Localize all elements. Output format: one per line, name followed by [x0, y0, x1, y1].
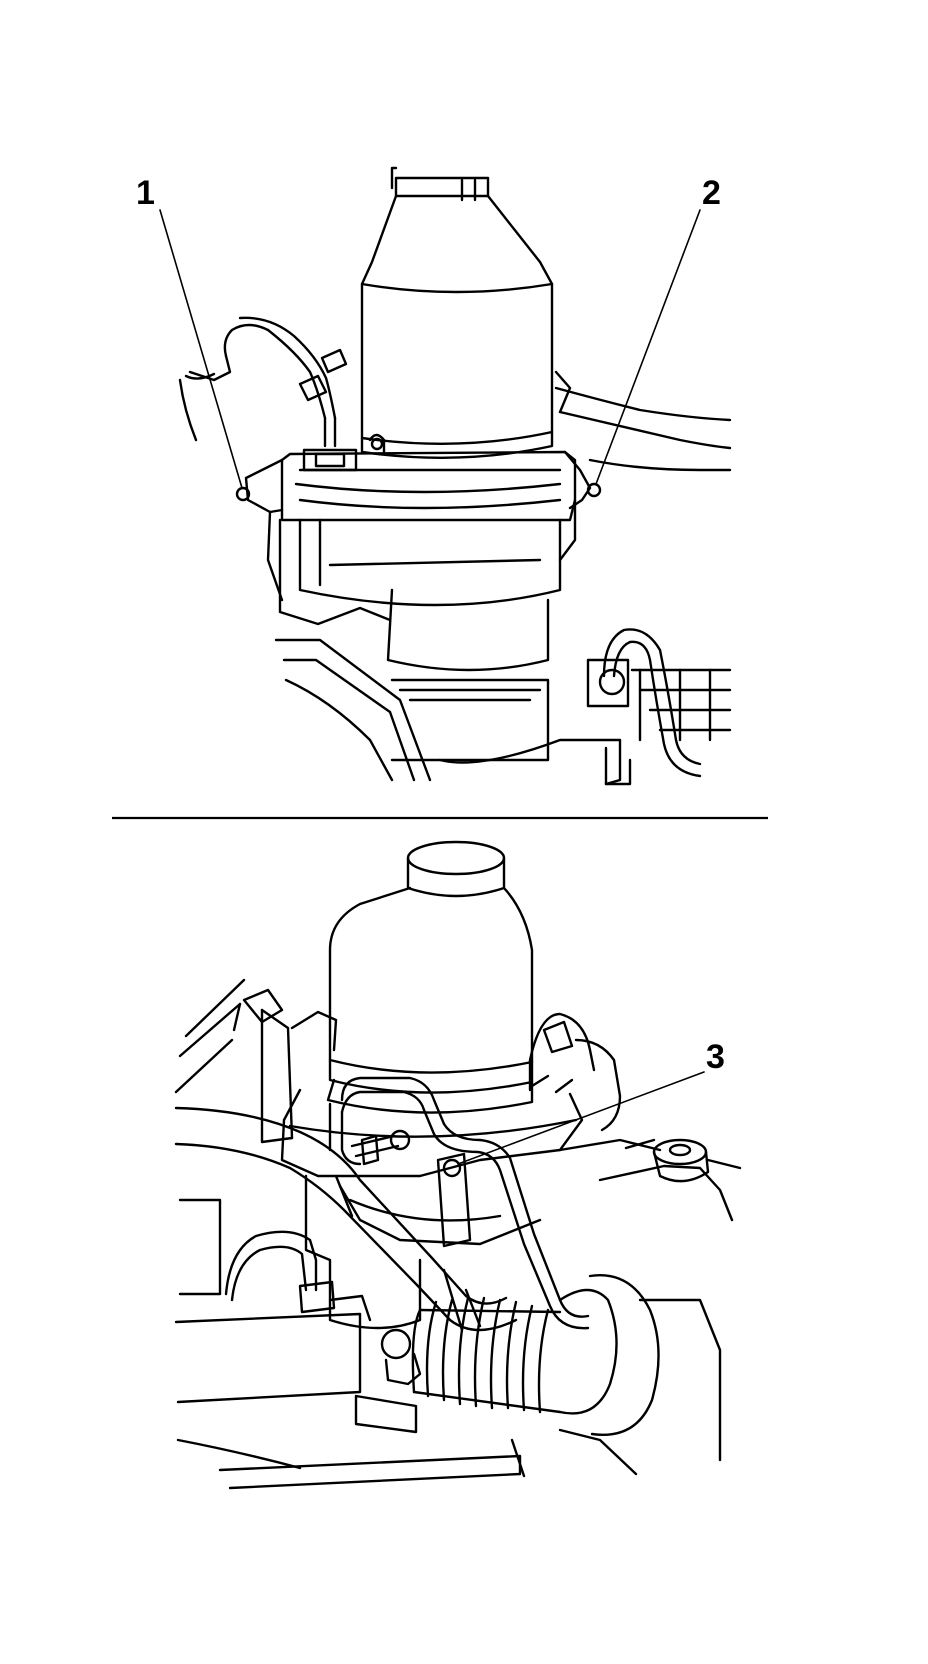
mount-bolt-3 — [436, 1152, 472, 1248]
electrical-connector — [302, 416, 358, 472]
reservoir-lower-view — [326, 840, 534, 1114]
callout-label-3: 3 — [706, 1038, 725, 1076]
line-fitting-icon — [598, 668, 626, 696]
left-bracket-lower — [174, 978, 338, 1144]
pressure-tube — [328, 1076, 590, 1330]
fitting-bolt-lower — [350, 1129, 411, 1166]
leader-line-3 — [457, 1071, 705, 1165]
bolt-3-icon — [442, 1158, 462, 1178]
pressure-line — [586, 628, 702, 778]
left-mount-bracket — [235, 458, 284, 602]
top-mount-washer — [624, 1138, 742, 1183]
pump-motor-lower — [280, 1088, 584, 1330]
wiring-harness — [178, 316, 348, 442]
rack-bolt-icon — [380, 1328, 412, 1360]
rack-housing-right — [558, 1138, 734, 1462]
subframe-right — [554, 370, 732, 472]
leader-line-2 — [595, 209, 701, 485]
lower-frame — [274, 638, 732, 786]
lower-left-components — [174, 1198, 422, 1434]
pump-housing — [278, 450, 577, 672]
right-mount-bracket — [558, 450, 602, 562]
leader-line-1 — [159, 209, 243, 489]
top-view — [159, 166, 732, 786]
rack-boot-bellows — [411, 1296, 562, 1414]
return-hose — [174, 1106, 518, 1332]
bottom-rails — [176, 1428, 638, 1490]
fluid-reservoir — [360, 194, 554, 459]
bolt-1-icon — [235, 486, 251, 502]
callout-label-1: 1 — [136, 174, 155, 212]
bottom-view — [174, 840, 742, 1490]
reservoir-cap — [390, 166, 490, 202]
bolt-2-icon — [586, 482, 602, 498]
callout-label-2: 2 — [702, 174, 721, 212]
electrical-connector-lower — [528, 1012, 622, 1132]
